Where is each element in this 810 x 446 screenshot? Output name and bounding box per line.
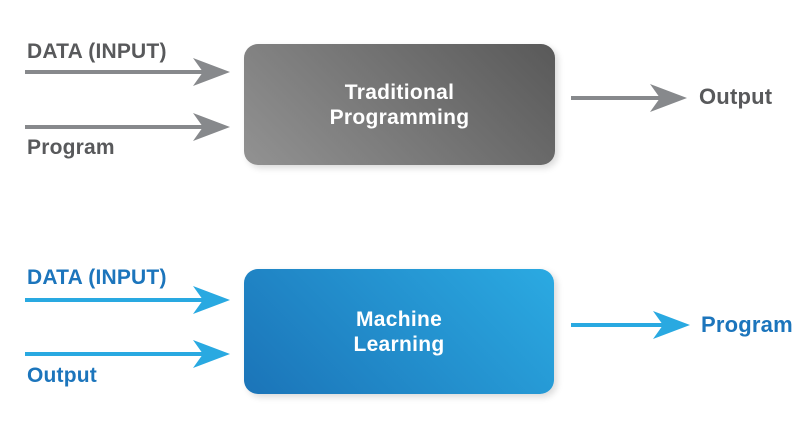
top-arrow-data-to-box	[25, 58, 230, 86]
arrow-shaft	[25, 352, 204, 356]
arrow-shaft	[25, 70, 204, 74]
arrow-shaft	[25, 298, 204, 302]
bottom-arrow-output-to-box	[25, 340, 230, 368]
top-input-program-label: Program	[27, 136, 115, 159]
machine-learning-box: Machine Learning	[244, 269, 554, 394]
box-title-line1: Traditional	[344, 80, 455, 104]
top-arrow-box-to-output	[571, 84, 687, 112]
box-title-line2: Programming	[329, 105, 470, 129]
traditional-programming-box: Traditional Programming	[244, 44, 555, 165]
arrow-shaft	[571, 96, 661, 100]
arrow-shaft	[25, 125, 204, 129]
box-title-line1: Machine	[355, 307, 443, 331]
top-input-data-label: DATA (INPUT)	[27, 40, 167, 63]
bottom-input-data-label: DATA (INPUT)	[27, 266, 167, 289]
bottom-output-program-label: Program	[701, 312, 793, 337]
top-output-label: Output	[699, 84, 773, 109]
bottom-input-output-label: Output	[27, 364, 98, 387]
top-arrow-program-to-box	[25, 113, 230, 141]
bottom-arrow-box-to-program	[571, 311, 690, 339]
bottom-arrow-data-to-box	[25, 286, 230, 314]
box-title-line2: Learning	[353, 332, 445, 356]
arrow-shaft	[571, 323, 664, 327]
